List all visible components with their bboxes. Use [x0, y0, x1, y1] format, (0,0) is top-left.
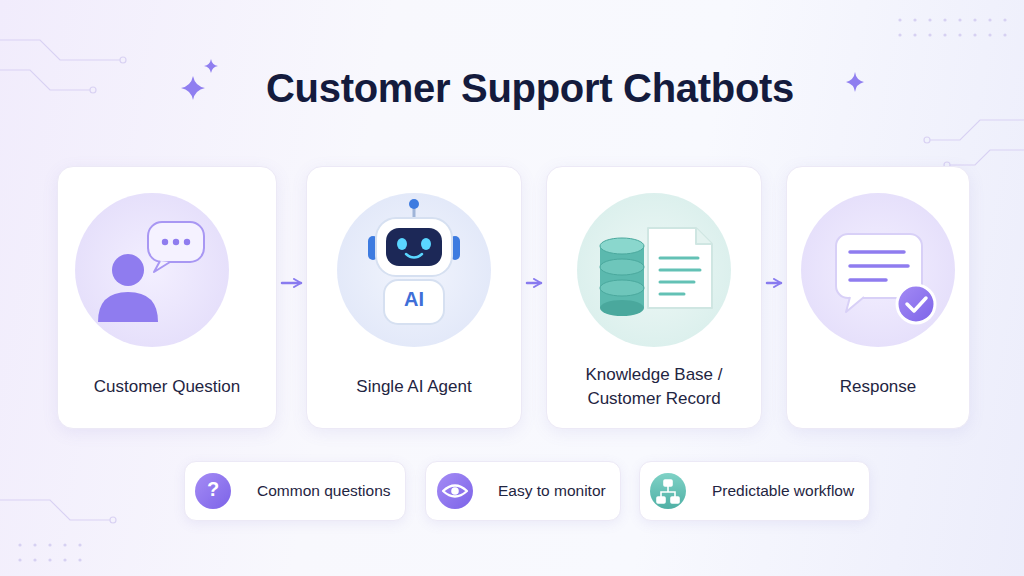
step-label: Customer Question — [94, 375, 240, 399]
flow-arrow — [282, 282, 301, 285]
step-label: Knowledge Base / Customer Record — [569, 363, 739, 411]
flow-arrow — [767, 282, 781, 285]
robot-badge: AI — [384, 288, 444, 311]
flow-arrow — [527, 282, 541, 285]
diagram-title: Customer Support Chatbots — [0, 66, 1024, 111]
question-symbol: ? — [199, 478, 227, 501]
circuit-lines — [0, 40, 1024, 523]
feature-label: Predictable workflow — [712, 482, 854, 500]
pill-icons — [195, 473, 686, 509]
customer-icon — [75, 193, 229, 347]
response-icon — [801, 193, 955, 347]
robot-icon — [337, 193, 491, 347]
database-icon — [577, 193, 731, 347]
feature-label: Common questions — [257, 482, 391, 500]
step-label: Single AI Agent — [356, 375, 471, 399]
feature-label: Easy to monitor — [498, 482, 606, 500]
step-label: Response — [840, 375, 917, 399]
